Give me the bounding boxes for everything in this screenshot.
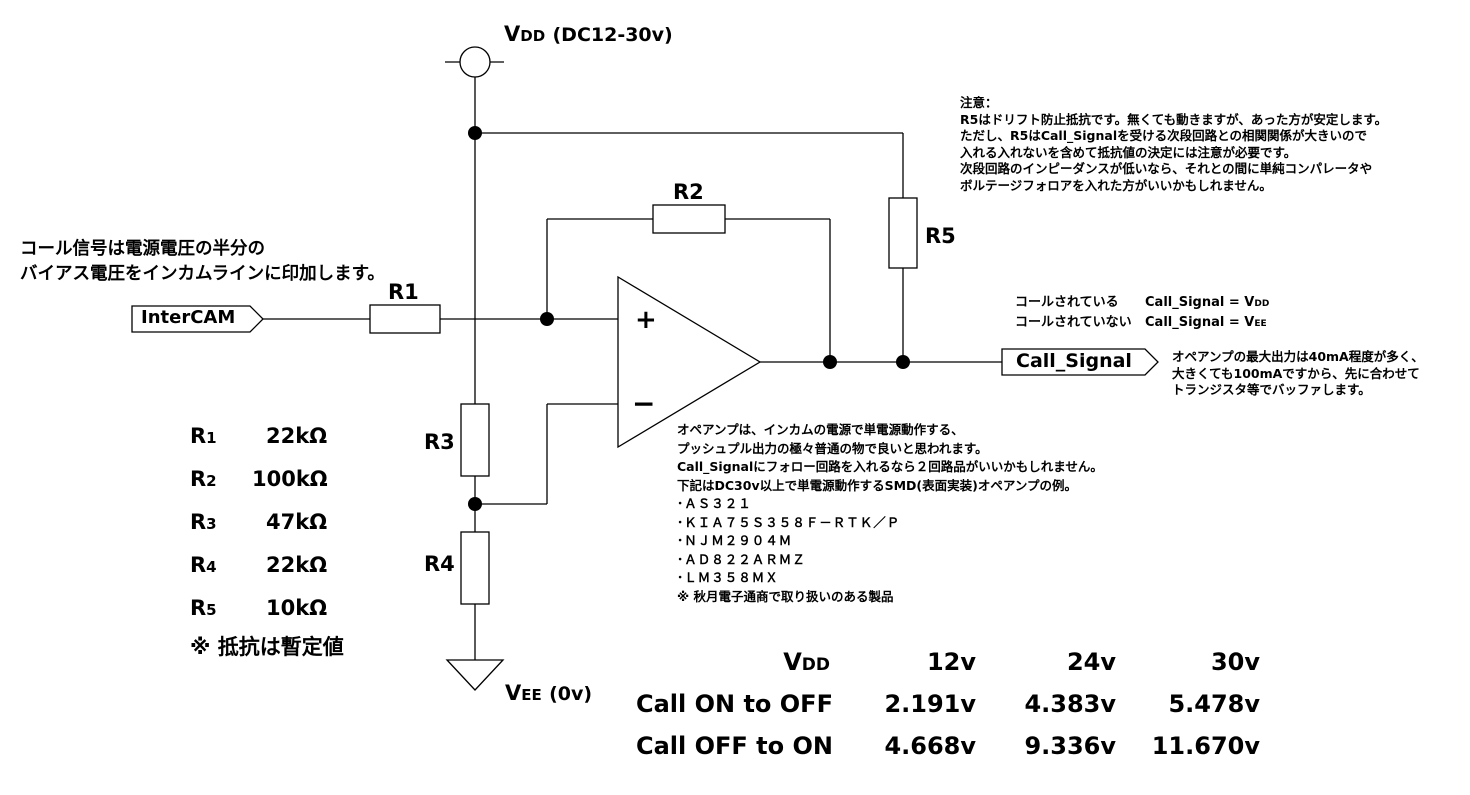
vee-ground-symbol: [445, 659, 505, 691]
r1-label: R1: [388, 280, 419, 304]
opamp-minus-label: −: [632, 387, 656, 420]
bias-description: コール信号は電源電圧の半分の バイアス電圧をインカムラインに印加します。: [20, 239, 385, 284]
opamp-symbol: [617, 275, 762, 449]
not-called-value: Call_Signal = VEE: [1145, 315, 1267, 330]
output-buffer-note: オペアンプの最大出力は40mA程度が多く、 大きくても100mAですから、先に合…: [1172, 349, 1424, 397]
not-called-label: コールされていない: [1015, 315, 1132, 330]
resistor-footnote: ※ 抵抗は暫定値: [190, 635, 344, 659]
r2-label: R2: [673, 180, 704, 204]
resistor-r5: [888, 197, 918, 269]
junction-dot: [468, 126, 482, 140]
call-signal-port-label: Call_Signal: [1016, 350, 1132, 372]
caution-note: 注意： R5はドリフト防止抵抗です。無くても動きますが、あった方が安定します。 …: [960, 95, 1388, 193]
opamp-plus-label: +: [635, 305, 657, 335]
junction-dot: [896, 355, 910, 369]
r3-label: R3: [424, 430, 455, 454]
called-label: コールされている: [1015, 295, 1119, 310]
opamp-note: オペアンプは、インカムの電源で単電源動作する、 プッシュプル出力の極々普通の物で…: [677, 422, 1103, 604]
called-value: Call_Signal = VDD: [1145, 295, 1270, 310]
signal-states: コールされている Call_Signal = VDD コールされていない Cal…: [1015, 293, 1269, 333]
r5-label: R5: [925, 224, 956, 248]
vee-label: VEE (0v): [505, 681, 593, 705]
junction-dot: [468, 497, 482, 511]
r4-label: R4: [424, 552, 455, 576]
junction-dot: [823, 355, 837, 369]
call-signal-port-shape: [1001, 348, 1159, 376]
junction-dot: [540, 312, 554, 326]
resistor-r4: [460, 531, 490, 605]
vdd-label: VDD (DC12-30v): [504, 22, 673, 46]
intercam-port-label: InterCAM: [141, 307, 236, 328]
resistor-r3: [460, 403, 490, 477]
intercam-port-shape: [131, 305, 264, 333]
resistor-r2: [652, 204, 726, 234]
vdd-terminal: [459, 46, 491, 78]
resistor-r1: [369, 304, 441, 334]
